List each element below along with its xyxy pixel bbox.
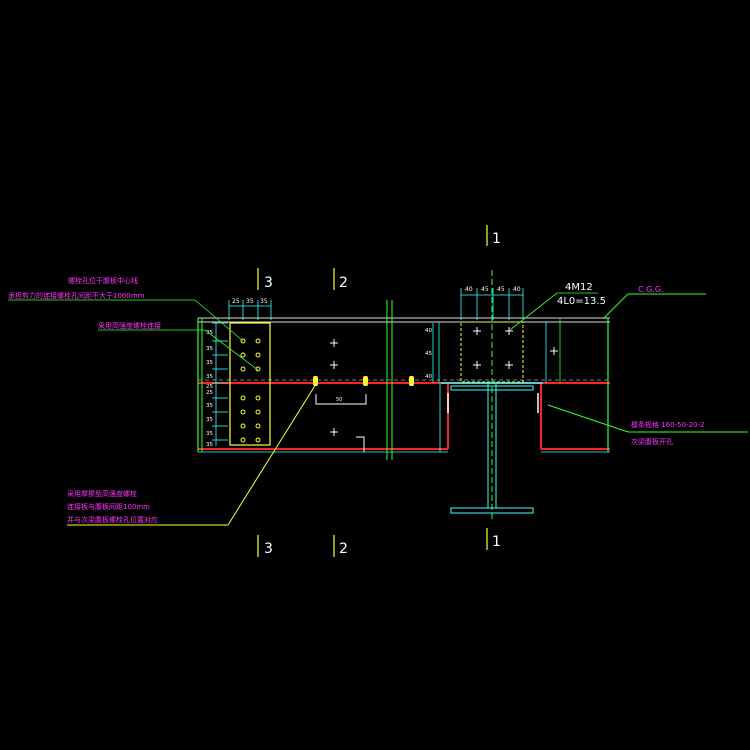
right-note-2: 次梁腹板开孔 [631, 437, 673, 446]
section-label-3-bottom: 3 [264, 541, 273, 557]
dim-v-1: 35 [206, 330, 213, 336]
stiffener-markers [313, 376, 414, 386]
section-mark-3-bottom: 3 [257, 535, 273, 557]
right-notes: 檩条规格 160-50-20-2 次梁腹板开孔 [547, 404, 748, 446]
section-mark-1-top: 1 [486, 225, 501, 247]
dimension-top-left: 25 35 35 [228, 298, 272, 320]
dim-top-left-3: 35 [260, 298, 268, 305]
section-label-2-bottom: 2 [339, 541, 348, 557]
dim-right-small-1: 40 [425, 328, 432, 334]
main-beam [197, 300, 610, 460]
left-top-notes: 螺栓孔位于腹板中心线 承担剪力的连接螺栓孔间距不大于1000mm 采用高强度螺栓… [8, 276, 259, 371]
cg-label: C.G.G. [638, 285, 664, 294]
section-mark-2-bottom: 2 [333, 535, 348, 557]
section-label-1-top: 1 [492, 231, 501, 247]
dim-v-2: 35 [206, 346, 213, 352]
dim-v-3: 35 [206, 360, 213, 366]
section-mark-3-top: 3 [257, 268, 273, 291]
note-bottom-1: 采用摩擦型高强度螺栓 [67, 489, 137, 498]
note-top-1: 螺栓孔位于腹板中心线 [68, 276, 138, 285]
dim-right-small-2: 45 [425, 351, 432, 357]
dim-v-5: 25 [206, 384, 213, 390]
section-mark-2-top: 2 [333, 268, 348, 291]
dim-top-right-3: 45 [497, 286, 505, 293]
section-label-1-bottom: 1 [492, 534, 501, 550]
section-label-2-top: 2 [339, 275, 348, 291]
note-bottom-2: 连接板与腹板间距100mm [67, 502, 150, 511]
dim-top-left-1: 25 [232, 298, 240, 305]
bolt-size: 4L0=13.5 [557, 296, 606, 307]
dim-top-right-2: 45 [481, 286, 489, 293]
bracket-small: 50 [315, 394, 367, 452]
section-mark-1-bottom: 1 [486, 528, 501, 550]
note-top-2: 承担剪力的连接螺栓孔间距不大于1000mm [8, 291, 145, 300]
dim-top-right-1: 40 [465, 286, 473, 293]
cg-callout: C.G.G. [603, 285, 706, 319]
dim-v-6: 25 [206, 390, 213, 396]
dim-v-10: 35 [206, 442, 213, 448]
dimension-vertical-left: 35 35 35 35 25 25 35 35 35 35 [206, 322, 228, 448]
column-connection: 40 45 45 40 40 45 40 [425, 270, 561, 520]
right-note-1: 檩条规格 160-50-20-2 [631, 420, 704, 429]
dim-v-9: 35 [206, 431, 213, 437]
note-bottom-3: 并与次梁腹板螺栓孔位置对应 [67, 515, 158, 524]
weld-count: 4M12 [565, 282, 593, 293]
dim-v-8: 35 [206, 417, 213, 423]
dim-right-small-3: 40 [425, 374, 432, 380]
web-bolts-middle [330, 339, 338, 436]
dim-v-7: 35 [206, 403, 213, 409]
bracket-dim: 50 [336, 397, 342, 403]
dim-top-right-4: 40 [513, 286, 521, 293]
dim-v-4: 35 [206, 374, 213, 380]
section-label-3-top: 3 [264, 275, 273, 291]
connection-plate-left [229, 322, 271, 446]
dim-top-left-2: 35 [246, 298, 254, 305]
bolt-callout: 4M12 4L0=13.5 [509, 282, 606, 331]
left-bottom-notes: 采用摩擦型高强度螺栓 连接板与腹板间距100mm 并与次梁腹板螺栓孔位置对应 [67, 383, 317, 526]
note-mid: 采用高强度螺栓连接 [98, 321, 161, 330]
